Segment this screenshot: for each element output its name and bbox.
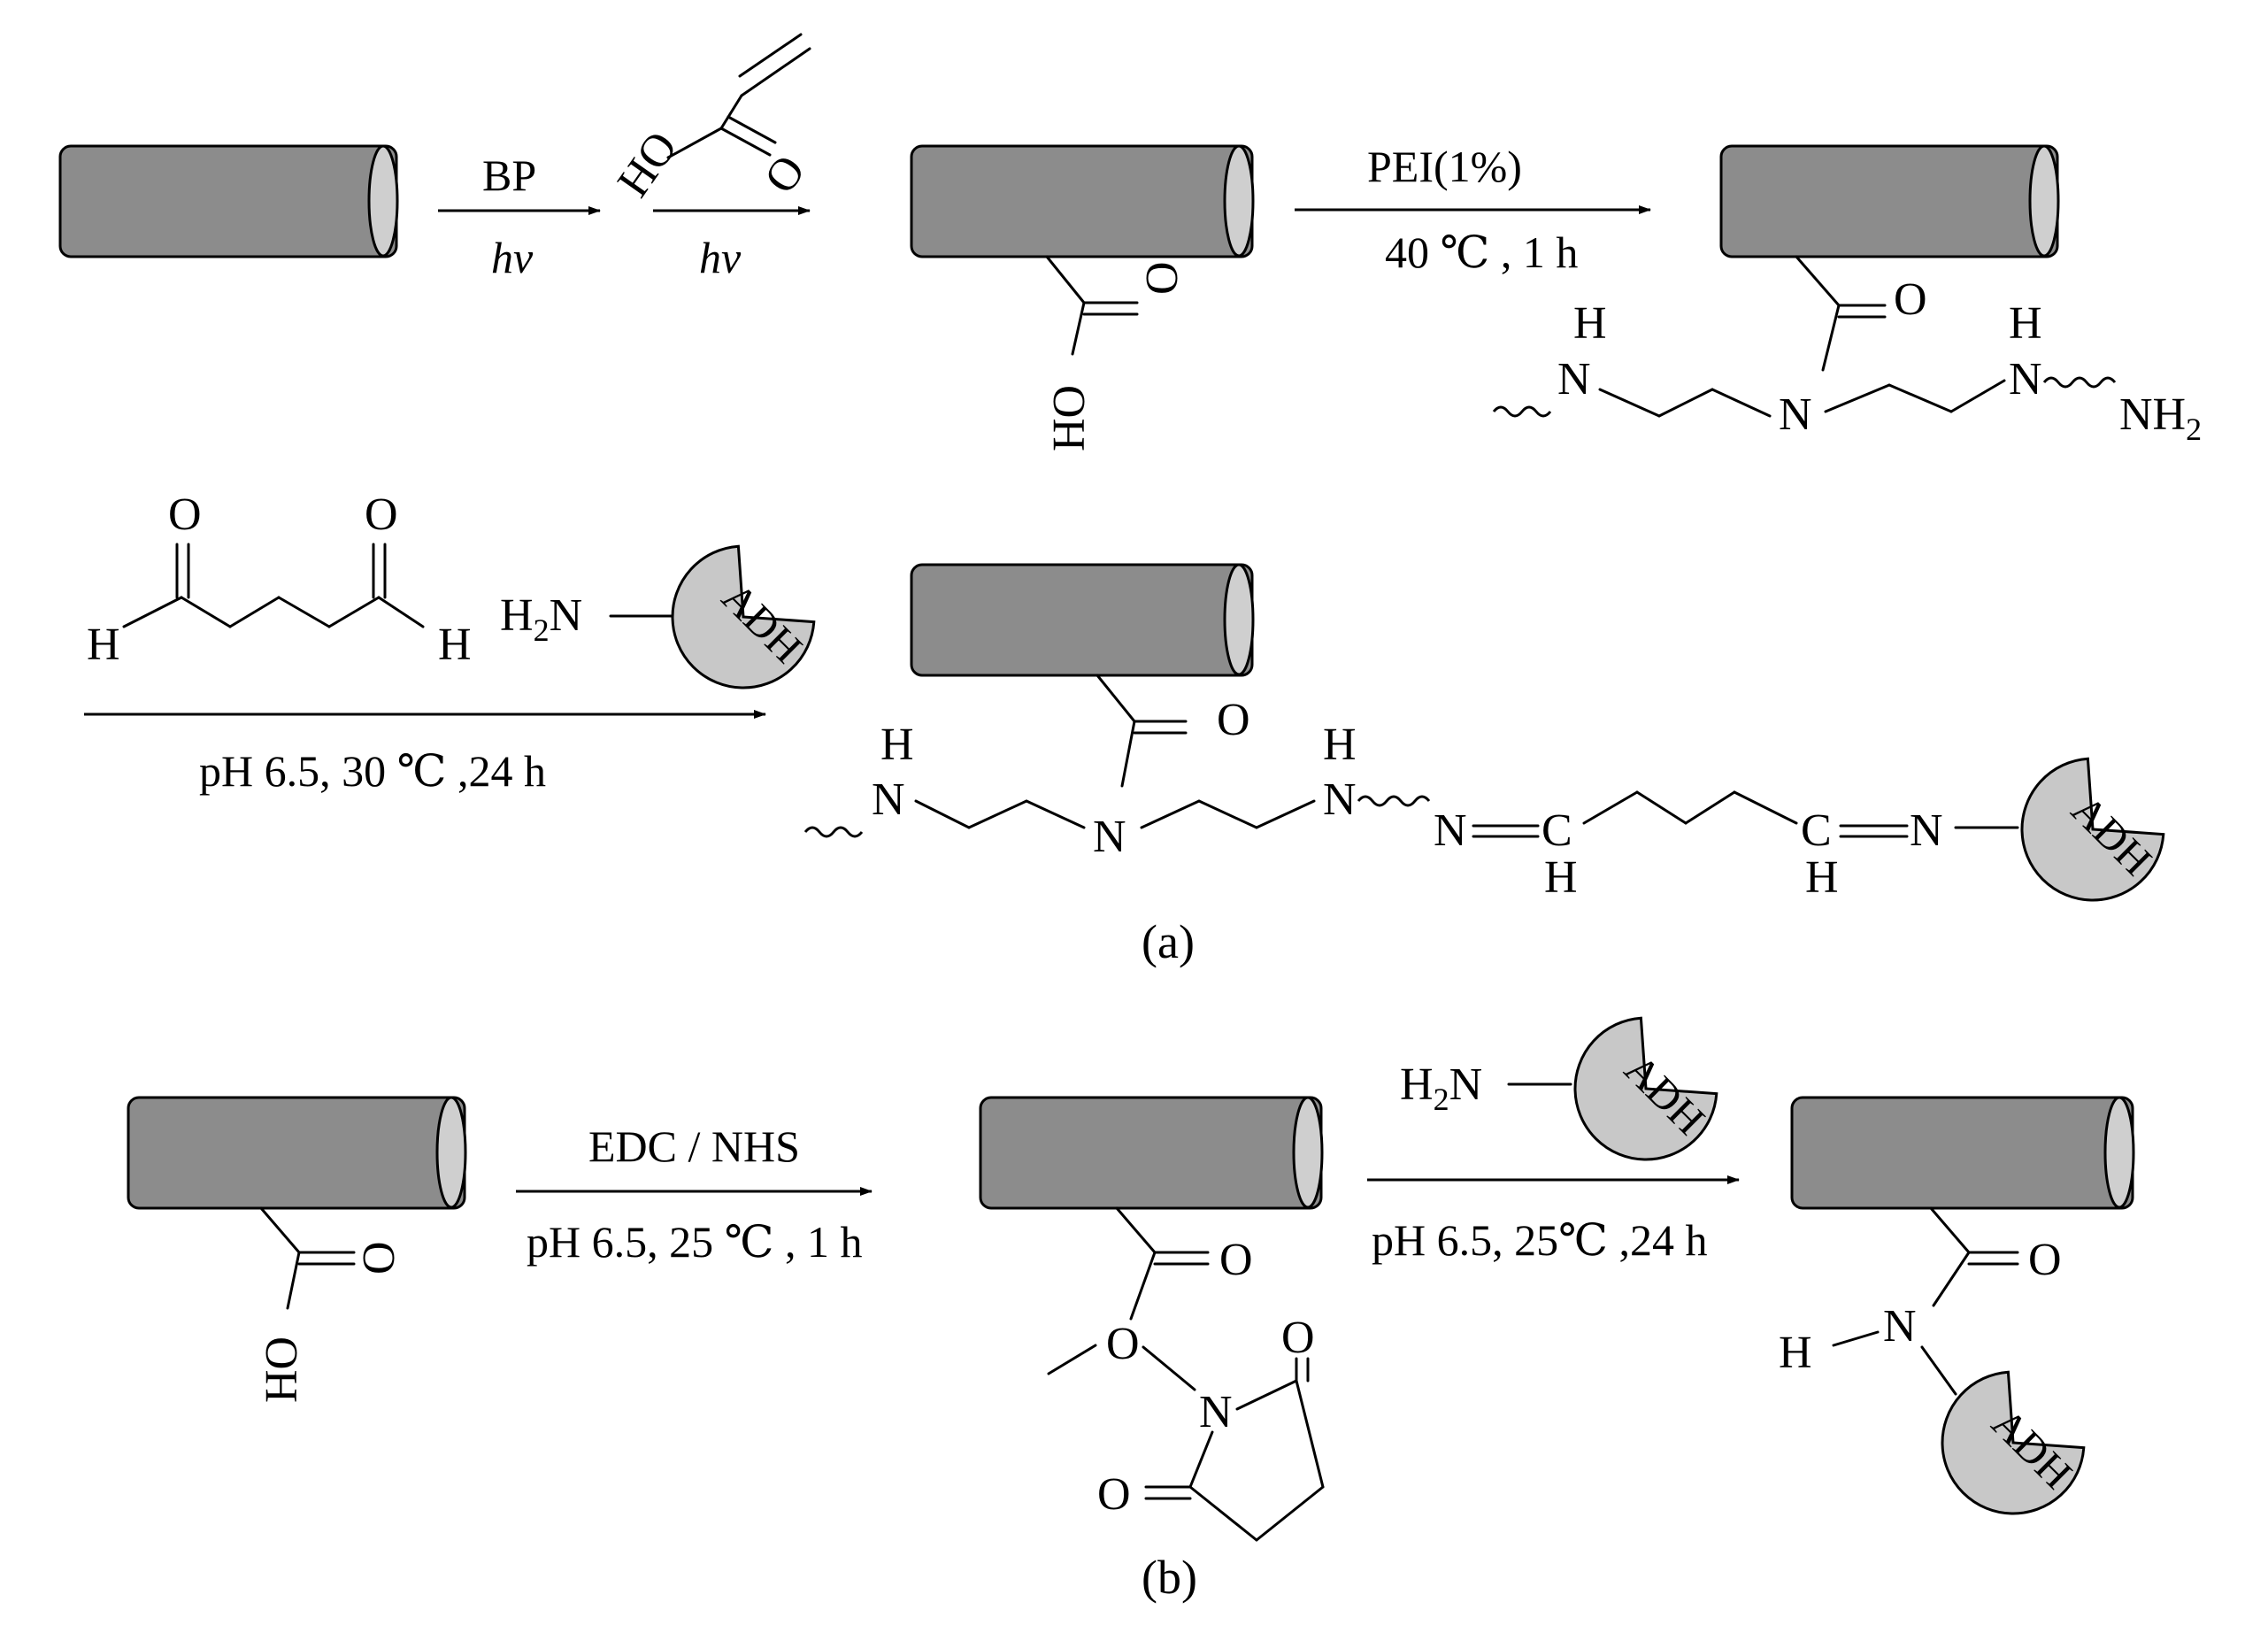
- reagent-pei: PEI(1%): [1367, 142, 1522, 191]
- adh-enzyme-icon: ADH: [671, 544, 816, 689]
- adh-enzyme-icon: ADH: [2020, 757, 2165, 902]
- glutaraldehyde-immobilized-product: O H N N H N N C H C H: [803, 563, 2165, 903]
- pei-n-center: N: [1779, 389, 1812, 440]
- polymer-chain-wave-right: [2042, 376, 2117, 389]
- product-n-right: N: [1323, 774, 1357, 825]
- product-chain-wave-right: [1357, 795, 1431, 807]
- adh-enzyme-icon: ADH: [1573, 1016, 1718, 1161]
- product-h-left: H: [880, 720, 914, 770]
- product-h-right: H: [1323, 720, 1357, 770]
- acid-grafted-support: O HO: [910, 144, 1255, 451]
- reaction-arrow-bp: BP hν: [438, 150, 601, 282]
- acid-hydroxyl: HO: [1044, 385, 1095, 451]
- condition-glutaraldehyde: pH 6.5, 30 ℃ ,24 h: [199, 746, 546, 796]
- pei-terminal-amine: NH2: [2119, 389, 2202, 447]
- amide-nitrogen: N: [1883, 1301, 1917, 1352]
- acrylic-acid-molecule: HO O: [608, 33, 815, 206]
- acid-b-hydroxyl: HO: [257, 1336, 307, 1403]
- enzyme-b-amine-h2n: H2N: [1400, 1059, 1482, 1117]
- product-imine-h2: H: [1805, 852, 1839, 903]
- pei-modified-support: O H N N H N NH2: [1492, 144, 2202, 447]
- panel-b: O HO EDC / NHS pH 6.5, 25 ℃ , 1 h O O N …: [127, 1016, 2135, 1604]
- acid-grafted-support-b: O HO: [127, 1096, 467, 1403]
- pei-h-right: H: [2009, 298, 2042, 349]
- caption-b: (b): [1142, 1551, 1197, 1604]
- product-amide-oxygen: O: [1217, 695, 1250, 745]
- reaction-arrow-glutaraldehyde: pH 6.5, 30 ℃ ,24 h: [84, 710, 766, 796]
- product-imine-h1: H: [1544, 852, 1578, 903]
- acid-b-carbonyl-oxygen: O: [354, 1241, 404, 1275]
- condition-light-1: hν: [491, 233, 534, 282]
- pei-amide-oxygen: O: [1894, 274, 1927, 325]
- glut-h-left: H: [87, 620, 120, 670]
- adh-amine-reagent-b: H2N ADH: [1400, 1016, 1718, 1161]
- monomer-hydroxyl: HO: [608, 123, 688, 206]
- glutaraldehyde-molecule: O O H H: [87, 489, 472, 670]
- enzyme-amine-h2n: H2N: [500, 590, 582, 648]
- polymer-chain-wave: [1492, 405, 1552, 418]
- monomer-oxygen: O: [755, 146, 815, 202]
- condition-edc-nhs: pH 6.5, 25 ℃ , 1 h: [527, 1217, 863, 1267]
- reaction-arrow-edc-nhs: EDC / NHS pH 6.5, 25 ℃ , 1 h: [516, 1121, 873, 1267]
- glut-oxygen-left: O: [168, 489, 202, 540]
- glut-h-right: H: [438, 620, 472, 670]
- reaction-arrow-graft: hν: [653, 206, 811, 282]
- pei-h-left: H: [1573, 298, 1607, 349]
- condition-light-2: hν: [699, 233, 742, 282]
- glut-oxygen-right: O: [365, 489, 398, 540]
- condition-pei: 40 ℃ , 1 h: [1385, 227, 1578, 277]
- pei-n-left: N: [1557, 354, 1591, 404]
- product-imine-c1: C: [1541, 805, 1572, 856]
- adh-amine-reagent-a: H2N ADH: [500, 544, 816, 689]
- product-n-left: N: [872, 774, 905, 825]
- product-imine-c2: C: [1801, 805, 1832, 856]
- amide-hydrogen: H: [1779, 1328, 1812, 1378]
- nhs-ring-oxygen-left: O: [1097, 1469, 1131, 1520]
- caption-a: (a): [1142, 915, 1195, 968]
- nhs-ester-oxygen: O: [1106, 1319, 1140, 1369]
- reaction-arrow-coupling: pH 6.5, 25℃ ,24 h: [1367, 1175, 1740, 1265]
- reagent-bp: BP: [482, 150, 536, 200]
- amide-immobilized-product: O N H ADH: [1779, 1096, 2135, 1515]
- panel-a: BP hν HO O hν O HO: [58, 33, 2202, 968]
- product-imine-n1: N: [1434, 805, 1467, 856]
- product-imine-n2: N: [1910, 805, 1943, 856]
- condition-coupling: pH 6.5, 25℃ ,24 h: [1372, 1215, 1708, 1265]
- support-cylinder: [58, 144, 399, 258]
- reaction-arrow-pei: PEI(1%) 40 ℃ , 1 h: [1295, 142, 1651, 277]
- pei-n-right: N: [2009, 354, 2042, 404]
- nhs-ester-support: O O N O O: [979, 1096, 1325, 1542]
- nhs-carbonyl-oxygen: O: [1219, 1235, 1253, 1285]
- acid-carbonyl-oxygen: O: [1137, 261, 1188, 295]
- product-n-center: N: [1093, 812, 1126, 862]
- adh-enzyme-icon: ADH: [1941, 1370, 2086, 1515]
- amide-oxygen: O: [2028, 1235, 2062, 1285]
- nhs-nitrogen: N: [1199, 1387, 1233, 1437]
- nhs-ring-oxygen-top: O: [1281, 1313, 1315, 1363]
- reagent-edc-nhs: EDC / NHS: [588, 1121, 800, 1171]
- product-chain-wave-left: [803, 826, 864, 838]
